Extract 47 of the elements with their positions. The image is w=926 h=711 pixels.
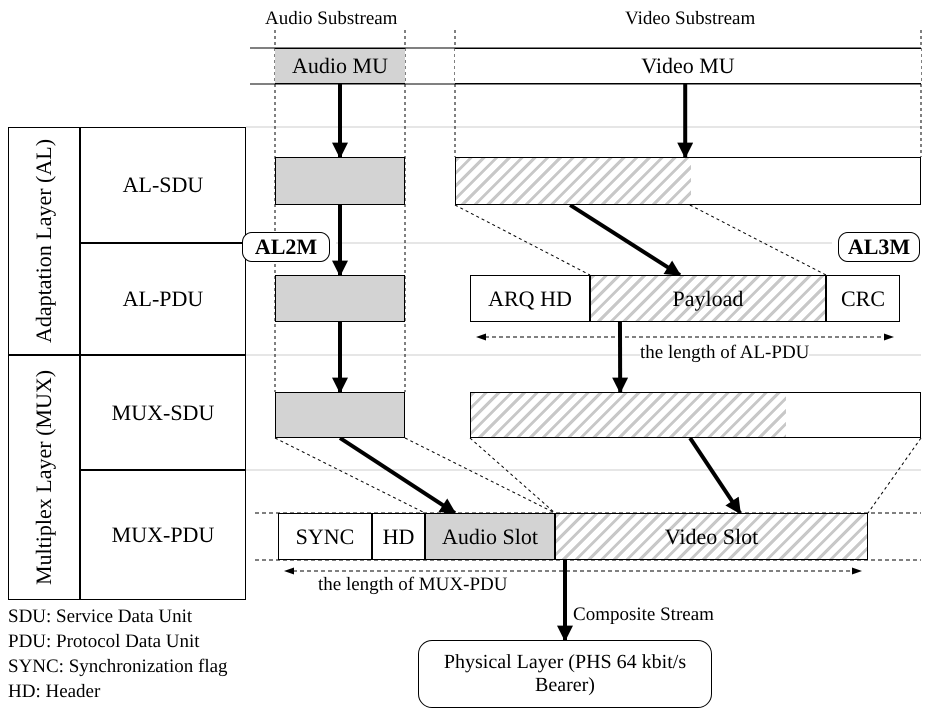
column-heading: Audio Substream	[265, 8, 398, 30]
data-unit-cell: MUX-SDU	[80, 355, 246, 470]
edge-label: Composite Stream	[573, 604, 714, 626]
sync-field: SYNC	[278, 513, 372, 560]
column-heading: Video Substream	[625, 8, 756, 30]
slot-field: Video Slot	[555, 513, 868, 560]
layer-cell: Adaptation Layer (AL)	[8, 127, 80, 355]
arrow	[332, 205, 348, 277]
physical-layer-box: Physical Layer (PHS 64 kbit/s Bearer)	[418, 640, 712, 708]
data-unit-bar	[275, 275, 405, 322]
data-unit-cell: AL-SDU	[80, 127, 246, 243]
projection-line	[274, 438, 426, 514]
crc-field: CRC	[826, 275, 900, 322]
abbreviation-note: SYNC: Synchronization flag	[8, 656, 228, 678]
media-unit-bar: Video MU	[455, 48, 921, 84]
arrow	[612, 322, 628, 394]
arrow	[332, 84, 348, 159]
tag-label: AL3M	[838, 232, 920, 262]
data-unit-bar	[470, 392, 921, 438]
tag-label: AL2M	[242, 232, 330, 262]
dimension-label: the length of MUX-PDU	[318, 574, 508, 596]
arrow	[557, 560, 573, 642]
data-unit-bar	[455, 157, 921, 205]
data-unit-bar	[275, 157, 405, 205]
dimension-label: the length of AL-PDU	[640, 342, 810, 364]
projection-line	[868, 438, 922, 514]
arrow	[338, 436, 456, 515]
projection-line	[689, 204, 826, 276]
data-unit-cell: AL-PDU	[80, 243, 246, 355]
arrow	[688, 436, 742, 514]
arrow	[569, 203, 682, 277]
abbreviation-note: PDU: Protocol Data Unit	[8, 631, 200, 653]
abbreviation-note: HD: Header	[8, 681, 100, 703]
header-field: HD	[372, 513, 425, 560]
data-unit-bar	[275, 392, 405, 438]
header-field: ARQ HD	[470, 275, 590, 322]
layer-cell: Multiplex Layer (MUX)	[8, 355, 80, 600]
projection-line	[470, 438, 556, 514]
payload-field: Payload	[590, 275, 826, 322]
arrow	[677, 84, 694, 159]
slot-field: Audio Slot	[425, 513, 555, 560]
projection-line	[454, 204, 590, 276]
abbreviation-note: SDU: Service Data Unit	[8, 606, 192, 628]
media-unit-bar: Audio MU	[275, 48, 405, 84]
projection-line	[404, 438, 556, 514]
arrow	[332, 322, 348, 394]
data-unit-cell: MUX-PDU	[80, 470, 246, 600]
